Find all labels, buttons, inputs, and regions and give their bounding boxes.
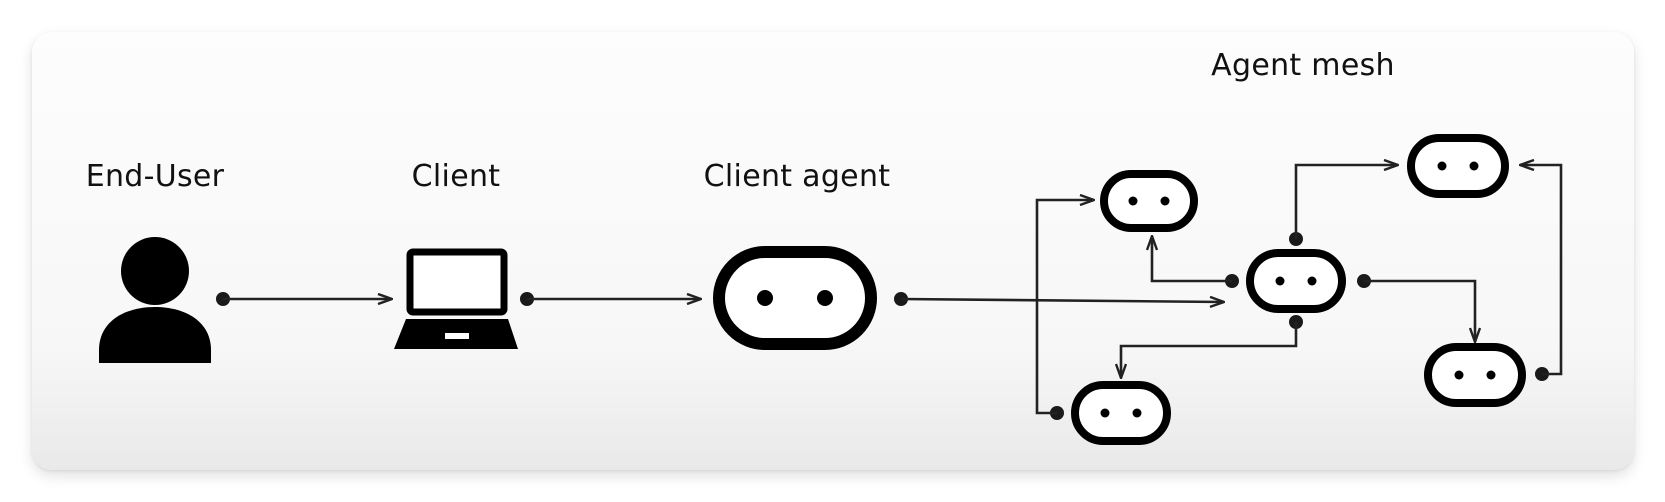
mesh-connectors xyxy=(1035,165,1563,420)
mesh-agent-top-right xyxy=(1407,134,1509,198)
mesh-agent-bottom-left xyxy=(1071,381,1171,445)
label-client: Client xyxy=(412,159,501,194)
mesh-agent-bottom-right xyxy=(1424,343,1526,407)
mesh-agent-center xyxy=(1246,249,1346,313)
mesh-agent-top-left xyxy=(1100,170,1198,232)
label-end-user: End-User xyxy=(86,159,225,194)
client-agent-icon xyxy=(713,246,877,350)
main-flow-connectors xyxy=(216,292,1224,306)
person-icon xyxy=(99,237,211,363)
label-agent-mesh: Agent mesh xyxy=(1211,48,1395,83)
label-client-agent: Client agent xyxy=(704,159,891,194)
laptop-icon xyxy=(394,248,518,349)
